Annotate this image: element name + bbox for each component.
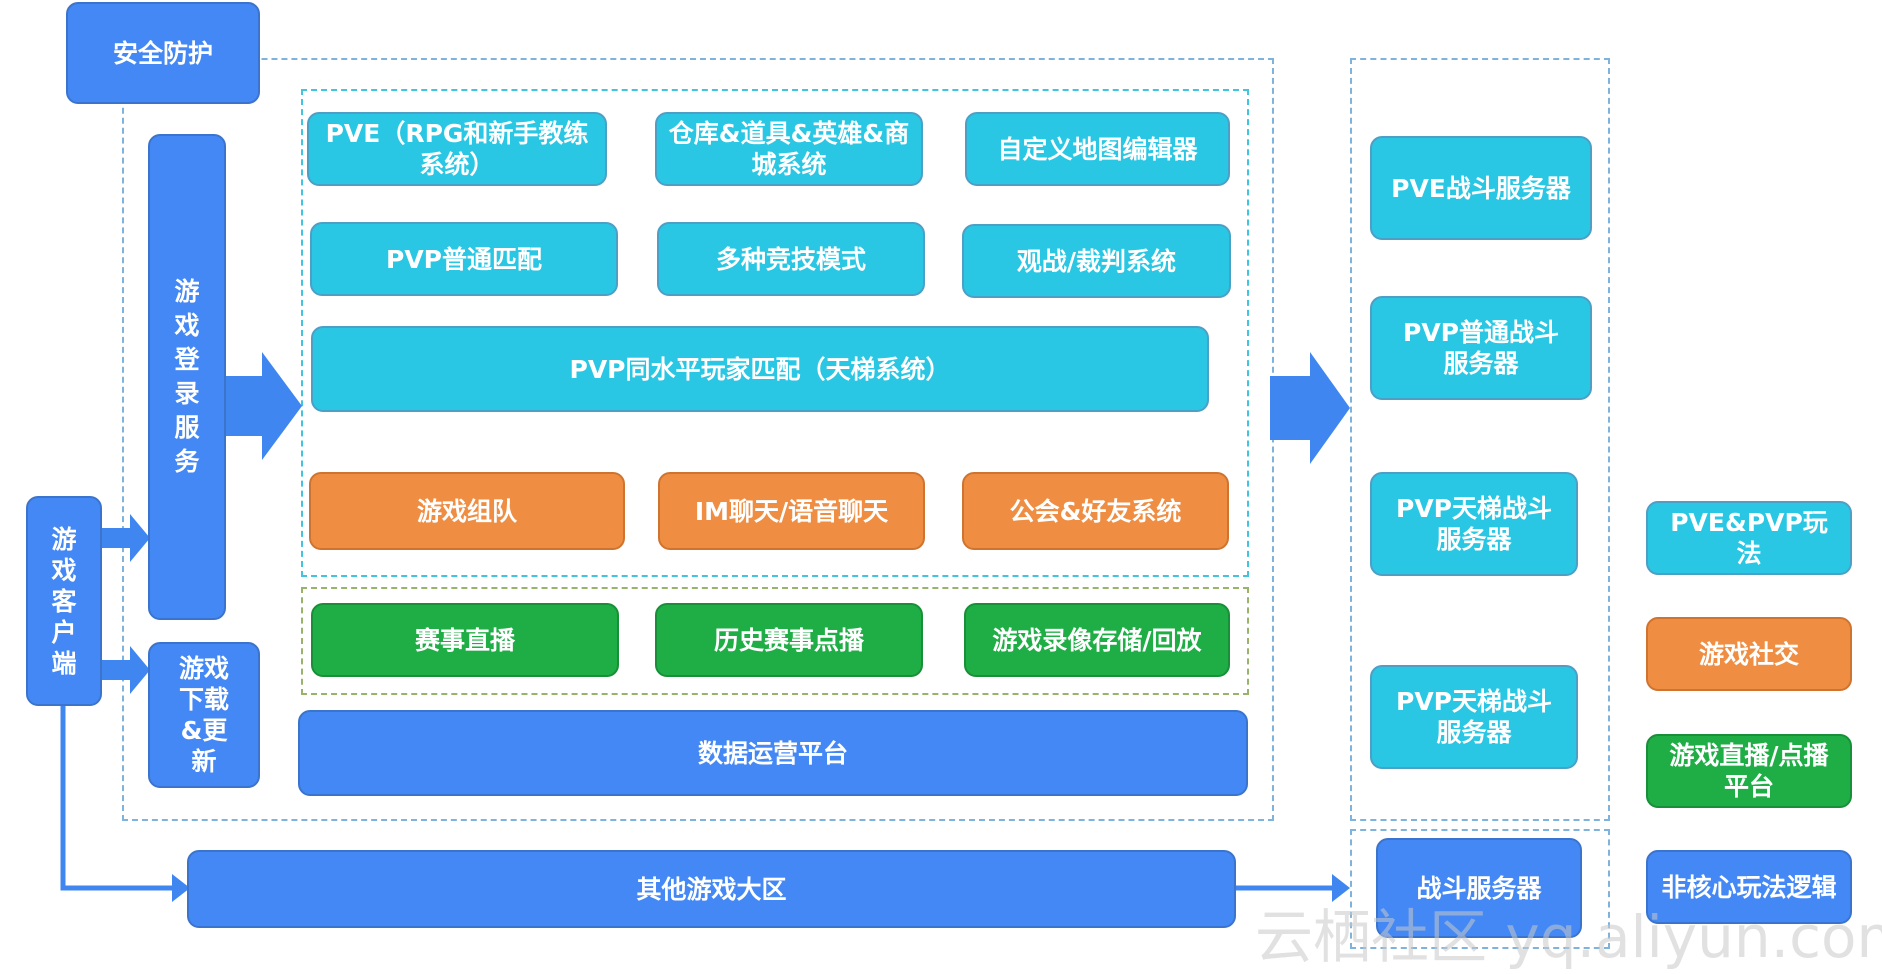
streaming-module-group <box>301 587 1249 695</box>
data-platform-label: 数据运营平台 <box>697 738 848 768</box>
pvp-normal-battle-server-label: PVP普通战斗服务器 <box>1403 318 1559 378</box>
team-module-label: 游戏组队 <box>416 496 517 526</box>
server-group <box>1350 58 1610 821</box>
legend-gameplay-label: PVE&PVP玩法 <box>1670 508 1828 568</box>
pvp-normal-match-module: PVP普通匹配 <box>310 222 618 296</box>
pve-battle-server-label: PVE战斗服务器 <box>1391 173 1571 203</box>
arrow-modules-to-servers <box>1270 352 1350 464</box>
arrow-head-other-regions <box>172 874 190 902</box>
legend-gameplay: PVE&PVP玩法 <box>1646 501 1852 575</box>
arrow-login-to-modules <box>226 352 302 460</box>
login-service-box: 游戏登录服务 <box>148 134 226 620</box>
pvp-normal-match-label: PVP普通匹配 <box>386 244 542 274</box>
client-label: 游戏客户端 <box>51 524 77 678</box>
legend-streaming: 游戏直播/点播平台 <box>1646 734 1852 808</box>
competitive-modes-label: 多种竞技模式 <box>715 244 866 274</box>
legend-social-label: 游戏社交 <box>1698 639 1799 669</box>
download-update-box: 游戏下载&更新 <box>148 642 260 788</box>
pvp-ladder-battle-server-2-label: PVP天梯战斗服务器 <box>1396 687 1552 747</box>
observer-referee-module: 观战/裁判系统 <box>962 224 1231 298</box>
warehouse-module-label: 仓库&道具&英雄&商城系统 <box>668 119 910 179</box>
pve-module: PVE（RPG和新手教练系统） <box>307 112 607 186</box>
team-module: 游戏组队 <box>309 472 625 550</box>
map-editor-module-label: 自定义地图编辑器 <box>997 134 1198 164</box>
legend-noncore: 非核心玩法逻辑 <box>1646 850 1852 924</box>
battle-server: 战斗服务器 <box>1376 838 1582 938</box>
warehouse-module: 仓库&道具&英雄&商城系统 <box>655 112 923 186</box>
observer-referee-label: 观战/裁判系统 <box>1016 246 1177 276</box>
pvp-normal-battle-server: PVP普通战斗服务器 <box>1370 296 1592 400</box>
other-regions-label: 其他游戏大区 <box>636 874 787 904</box>
data-platform-box: 数据运营平台 <box>298 710 1248 796</box>
battle-server-label: 战斗服务器 <box>1416 873 1542 903</box>
download-update-label: 游戏下载&更新 <box>178 654 229 776</box>
replay-module-label: 游戏录像存储/回放 <box>992 625 1202 655</box>
live-module-label: 赛事直播 <box>414 625 515 655</box>
pvp-ladder-battle-server-1: PVP天梯战斗服务器 <box>1370 472 1578 576</box>
pvp-ladder-battle-server-2: PVP天梯战斗服务器 <box>1370 665 1578 769</box>
arrow-head-battle-server <box>1332 874 1350 902</box>
battle-server-group <box>1350 829 1610 949</box>
arrow-client-to-download <box>100 646 150 694</box>
chat-module: IM聊天/语音聊天 <box>658 472 925 550</box>
security-box: 安全防护 <box>66 2 260 104</box>
pve-module-label: PVE（RPG和新手教练系统） <box>325 119 589 179</box>
vod-module-label: 历史赛事点播 <box>713 625 864 655</box>
vod-module: 历史赛事点播 <box>655 603 923 677</box>
chat-module-label: IM聊天/语音聊天 <box>694 496 889 526</box>
guild-friends-module: 公会&好友系统 <box>962 472 1229 550</box>
competitive-modes-module: 多种竞技模式 <box>657 222 925 296</box>
live-module: 赛事直播 <box>311 603 619 677</box>
line-client-to-other-regions <box>60 705 180 891</box>
legend-streaming-label: 游戏直播/点播平台 <box>1669 741 1829 801</box>
security-label: 安全防护 <box>112 38 213 68</box>
legend-noncore-label: 非核心玩法逻辑 <box>1661 872 1837 902</box>
login-service-label: 游戏登录服务 <box>174 277 200 476</box>
watermark-text: 云栖社区 yq.aliyun.com <box>1255 903 1882 971</box>
ladder-match-module: PVP同水平玩家匹配（天梯系统） <box>311 326 1209 412</box>
replay-module: 游戏录像存储/回放 <box>964 603 1230 677</box>
ladder-match-label: PVP同水平玩家匹配（天梯系统） <box>569 354 951 384</box>
gameplay-module-group <box>301 89 1249 577</box>
legend-social: 游戏社交 <box>1646 617 1852 691</box>
pvp-ladder-battle-server-1-label: PVP天梯战斗服务器 <box>1396 494 1552 554</box>
map-editor-module: 自定义地图编辑器 <box>965 112 1230 186</box>
other-regions-box: 其他游戏大区 <box>187 850 1236 928</box>
guild-friends-label: 公会&好友系统 <box>1009 496 1182 526</box>
arrow-client-to-login <box>100 514 150 562</box>
client-box: 游戏客户端 <box>26 496 102 706</box>
pve-battle-server: PVE战斗服务器 <box>1370 136 1592 240</box>
